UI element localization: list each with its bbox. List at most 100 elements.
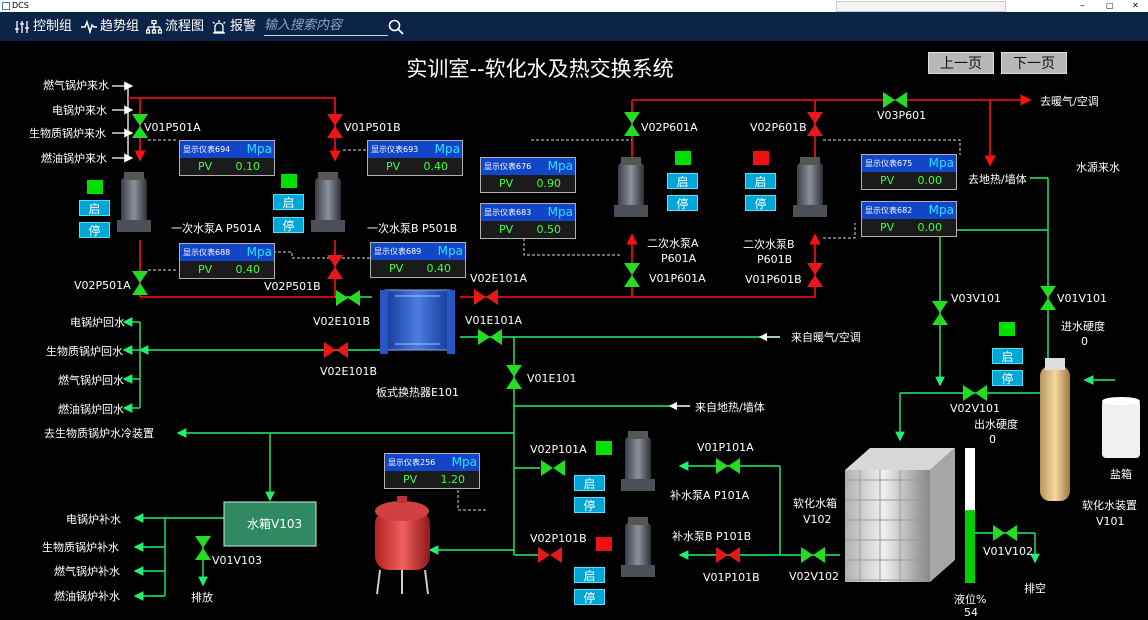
- heat-exchanger-e101[interactable]: [380, 289, 455, 354]
- label-oil-boiler-ret: 燃油锅炉回水: [58, 403, 124, 416]
- meter-value: 0.10: [235, 160, 261, 173]
- valve-v02p501a[interactable]: [132, 271, 148, 295]
- meter-value: 0.40: [423, 160, 449, 173]
- pump-p501b[interactable]: [311, 172, 345, 232]
- meter-value: 0.40: [426, 262, 452, 275]
- pump-p601a[interactable]: [614, 157, 648, 217]
- meter-value: 0.00: [917, 174, 943, 187]
- start-button-p601b[interactable]: 启: [745, 173, 776, 189]
- tank-v103[interactable]: [223, 501, 317, 547]
- label-v01e101a: V01E101A: [465, 314, 522, 327]
- label-pump-p601b-name: 二次水泵B: [743, 238, 795, 251]
- expansion-tank[interactable]: [375, 496, 430, 595]
- level-fill: [965, 510, 975, 583]
- start-button-v101[interactable]: 启: [992, 348, 1023, 364]
- label-v02v102: V02V102: [789, 570, 840, 583]
- status-lamp-p101a: [596, 441, 612, 455]
- menu-control-group[interactable]: 控制组: [14, 12, 72, 41]
- valve-v01p101b[interactable]: [716, 547, 740, 563]
- maximize-button[interactable]: ▢: [1106, 1, 1114, 10]
- valve-v01p501b[interactable]: [327, 114, 343, 138]
- menu-alarm[interactable]: 报警: [211, 12, 256, 41]
- search-icon[interactable]: [388, 19, 404, 35]
- valve-v02v102[interactable]: [801, 547, 825, 563]
- meter-pv-label: PV: [880, 174, 895, 187]
- minimize-button[interactable]: –: [1080, 1, 1085, 11]
- meter-pv-label: PV: [499, 223, 514, 236]
- label-v01p101a: V01P101A: [697, 441, 754, 454]
- meter-unit: Mpa: [246, 142, 272, 156]
- valve-v01e101b[interactable]: [324, 342, 348, 358]
- label-from-heating: 来自暖气/空调: [791, 331, 861, 344]
- label-in-hardness-value: 0: [1081, 335, 1088, 348]
- valve-v01v101[interactable]: [1040, 286, 1056, 310]
- valve-v01p601b[interactable]: [807, 263, 823, 287]
- start-button-p101b[interactable]: 启: [574, 567, 605, 583]
- prev-page-button[interactable]: 上一页: [928, 52, 994, 74]
- stop-button-p601b[interactable]: 停: [745, 195, 776, 211]
- valve-v01v102[interactable]: [993, 525, 1017, 541]
- label-to-floor: 去地热/墙体: [968, 173, 1027, 186]
- valve-v03v101[interactable]: [932, 301, 948, 325]
- menu-flow-chart[interactable]: 流程图: [145, 12, 204, 41]
- label-v02v101: V02V101: [950, 402, 1001, 415]
- meter-title: 显示仪表689: [374, 247, 422, 256]
- softener-v101[interactable]: [1040, 358, 1070, 501]
- stop-button-p601a[interactable]: 停: [667, 195, 698, 211]
- valve-v02p101b[interactable]: [538, 547, 562, 563]
- stop-button-p501b[interactable]: 停: [273, 217, 304, 233]
- valve-v02p501b[interactable]: [327, 255, 343, 279]
- stop-button-p101a[interactable]: 停: [574, 497, 605, 513]
- salt-tank[interactable]: [1102, 397, 1140, 458]
- label-tank-v103: 水箱V103: [247, 517, 303, 531]
- label-v02p101a: V02P101A: [530, 443, 587, 456]
- valve-v03p601[interactable]: [883, 92, 907, 108]
- valve-v01e101[interactable]: [506, 365, 522, 389]
- pump-p501a[interactable]: [117, 172, 151, 232]
- valve-v02e101a[interactable]: [474, 289, 498, 305]
- menu-trend-group-label: 趋势组: [100, 19, 140, 34]
- stop-button-p101b[interactable]: 停: [574, 589, 605, 605]
- valve-v02p101a[interactable]: [541, 460, 565, 476]
- start-button-p101a[interactable]: 启: [574, 475, 605, 491]
- stop-button-v101[interactable]: 停: [992, 370, 1023, 386]
- valve-v02p601a[interactable]: [624, 112, 640, 136]
- valve-v01p501a[interactable]: [132, 114, 148, 138]
- stop-button-p501a[interactable]: 停: [79, 222, 110, 238]
- valve-v01v103[interactable]: [195, 536, 211, 560]
- valve-v01e101a[interactable]: [478, 329, 502, 345]
- start-button-p601a[interactable]: 启: [667, 173, 698, 189]
- meter-pv-label: PV: [880, 221, 895, 234]
- meter-title: 显示仪表693: [371, 145, 419, 154]
- start-button-p501a[interactable]: 启: [79, 200, 110, 216]
- label-biomass-boiler-make: 生物质锅炉补水: [42, 541, 119, 554]
- start-button-p501b[interactable]: 启: [273, 194, 304, 210]
- label-biomass-boiler-in: 生物质锅炉来水: [29, 127, 106, 140]
- page-title: 实训室--软化水及热交换系统: [406, 57, 674, 81]
- label-v02p501a: V02P501A: [74, 279, 131, 292]
- titlebar-field[interactable]: [836, 1, 1006, 12]
- status-lamp-p101b: [596, 537, 612, 551]
- soft-water-tank-v102[interactable]: [845, 448, 955, 582]
- search-input[interactable]: [264, 17, 388, 36]
- label-v01p501a: V01P501A: [144, 121, 201, 134]
- valve-v02p601b[interactable]: [807, 112, 823, 136]
- sliders-icon: [15, 20, 29, 33]
- valve-v02e101b[interactable]: [336, 290, 360, 306]
- label-v02p101b: V02P101B: [530, 532, 587, 545]
- label-v01v102: V01V102: [983, 545, 1034, 558]
- pump-p101a[interactable]: [621, 431, 655, 491]
- valve-v01p101a[interactable]: [716, 458, 740, 474]
- valve-v02v101[interactable]: [963, 385, 987, 401]
- close-button[interactable]: ✕: [1132, 1, 1139, 10]
- next-page-button[interactable]: 下一页: [1001, 52, 1067, 74]
- menu-trend-group[interactable]: 趋势组: [81, 12, 139, 41]
- pump-p601b[interactable]: [793, 157, 827, 217]
- pump-p101b[interactable]: [621, 517, 655, 577]
- label-from-floor: 来自地热/墙体: [695, 401, 765, 414]
- level-gauge: [965, 448, 975, 583]
- label-softener-name: 软化水装置: [1082, 499, 1137, 512]
- valve-v01p601a[interactable]: [624, 263, 640, 287]
